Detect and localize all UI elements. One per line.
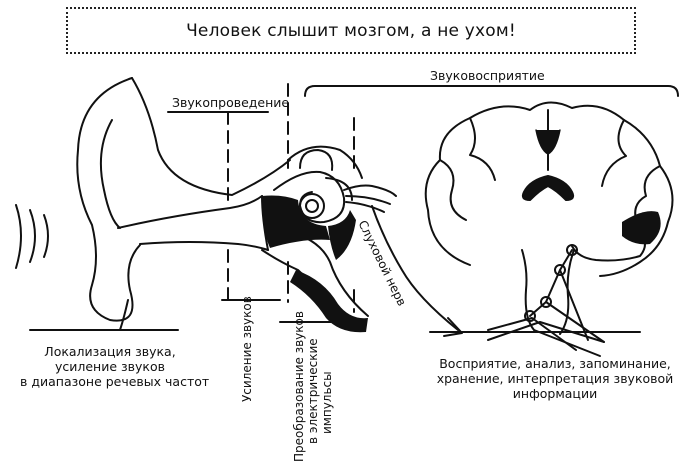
page-title: Человек слышит мозгом, а не ухом!: [66, 7, 636, 54]
tympanic-cavity-fill: [262, 195, 330, 248]
middle-inner-ear-drawing: [261, 149, 397, 251]
tube-fill: [290, 270, 368, 333]
perception-info-label: Восприятие, анализ, запоминание, хранени…: [436, 356, 674, 401]
brain-drawing: [424, 101, 674, 335]
auricle-drawing: [76, 77, 291, 331]
amplification-label: Усиление звуков: [240, 296, 254, 402]
sound-conduction-label: Звукопроведение: [172, 95, 290, 110]
ear-canal-drawing: [117, 195, 269, 251]
perception-bracket: [304, 85, 679, 97]
auditory-pathway-drawing: [487, 231, 646, 357]
localization-label: Локализация звука, усиление звуков в диа…: [20, 344, 210, 389]
auditory-cortex-fill: [622, 211, 661, 245]
separator-lines: [227, 83, 355, 313]
sound-waves-icon: [15, 204, 49, 269]
cochlea-fill: [328, 210, 356, 260]
temporal-bone-contour: [287, 145, 363, 179]
conversion-label: Преобразование звуков в электрические им…: [292, 311, 334, 462]
nerve-arrow-line: [371, 205, 459, 331]
sound-perception-label: Звуковосприятие: [430, 68, 545, 83]
